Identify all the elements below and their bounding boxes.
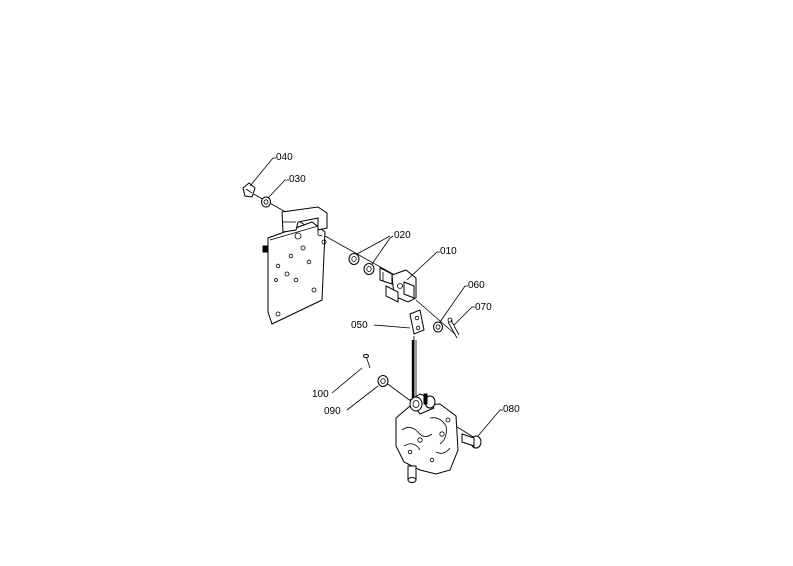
part-090-washer bbox=[377, 375, 389, 387]
part-040-clip bbox=[242, 182, 256, 198]
part-100-pin bbox=[363, 354, 371, 369]
part-050-link-arm bbox=[409, 309, 425, 335]
callout-080: 080 bbox=[503, 404, 520, 415]
callout-070: 070 bbox=[475, 302, 492, 313]
callout-050: 050 bbox=[351, 320, 368, 331]
callout-010: 010 bbox=[440, 246, 457, 257]
part-060-washer bbox=[433, 321, 443, 333]
callout-090: 090 bbox=[324, 406, 341, 417]
part-030-washer bbox=[261, 196, 271, 208]
part-010-lever-bracket bbox=[379, 267, 417, 303]
callout-030: 030 bbox=[289, 174, 306, 185]
callout-020: 020 bbox=[394, 230, 411, 241]
callout-060: 060 bbox=[468, 280, 485, 291]
callout-100: 100 bbox=[312, 389, 329, 400]
part-070-cotter-pin bbox=[447, 317, 460, 339]
part-020-bushings bbox=[348, 253, 375, 275]
callout-040: 040 bbox=[276, 152, 293, 163]
mounting-plate bbox=[262, 206, 328, 325]
control-valve-body bbox=[395, 393, 459, 483]
callout-leaders bbox=[249, 157, 503, 437]
callout-labels: 040 030 020 010 060 070 050 100 090 080 bbox=[276, 152, 520, 417]
link-rod bbox=[411, 340, 417, 400]
part-080-bolt bbox=[461, 433, 482, 449]
